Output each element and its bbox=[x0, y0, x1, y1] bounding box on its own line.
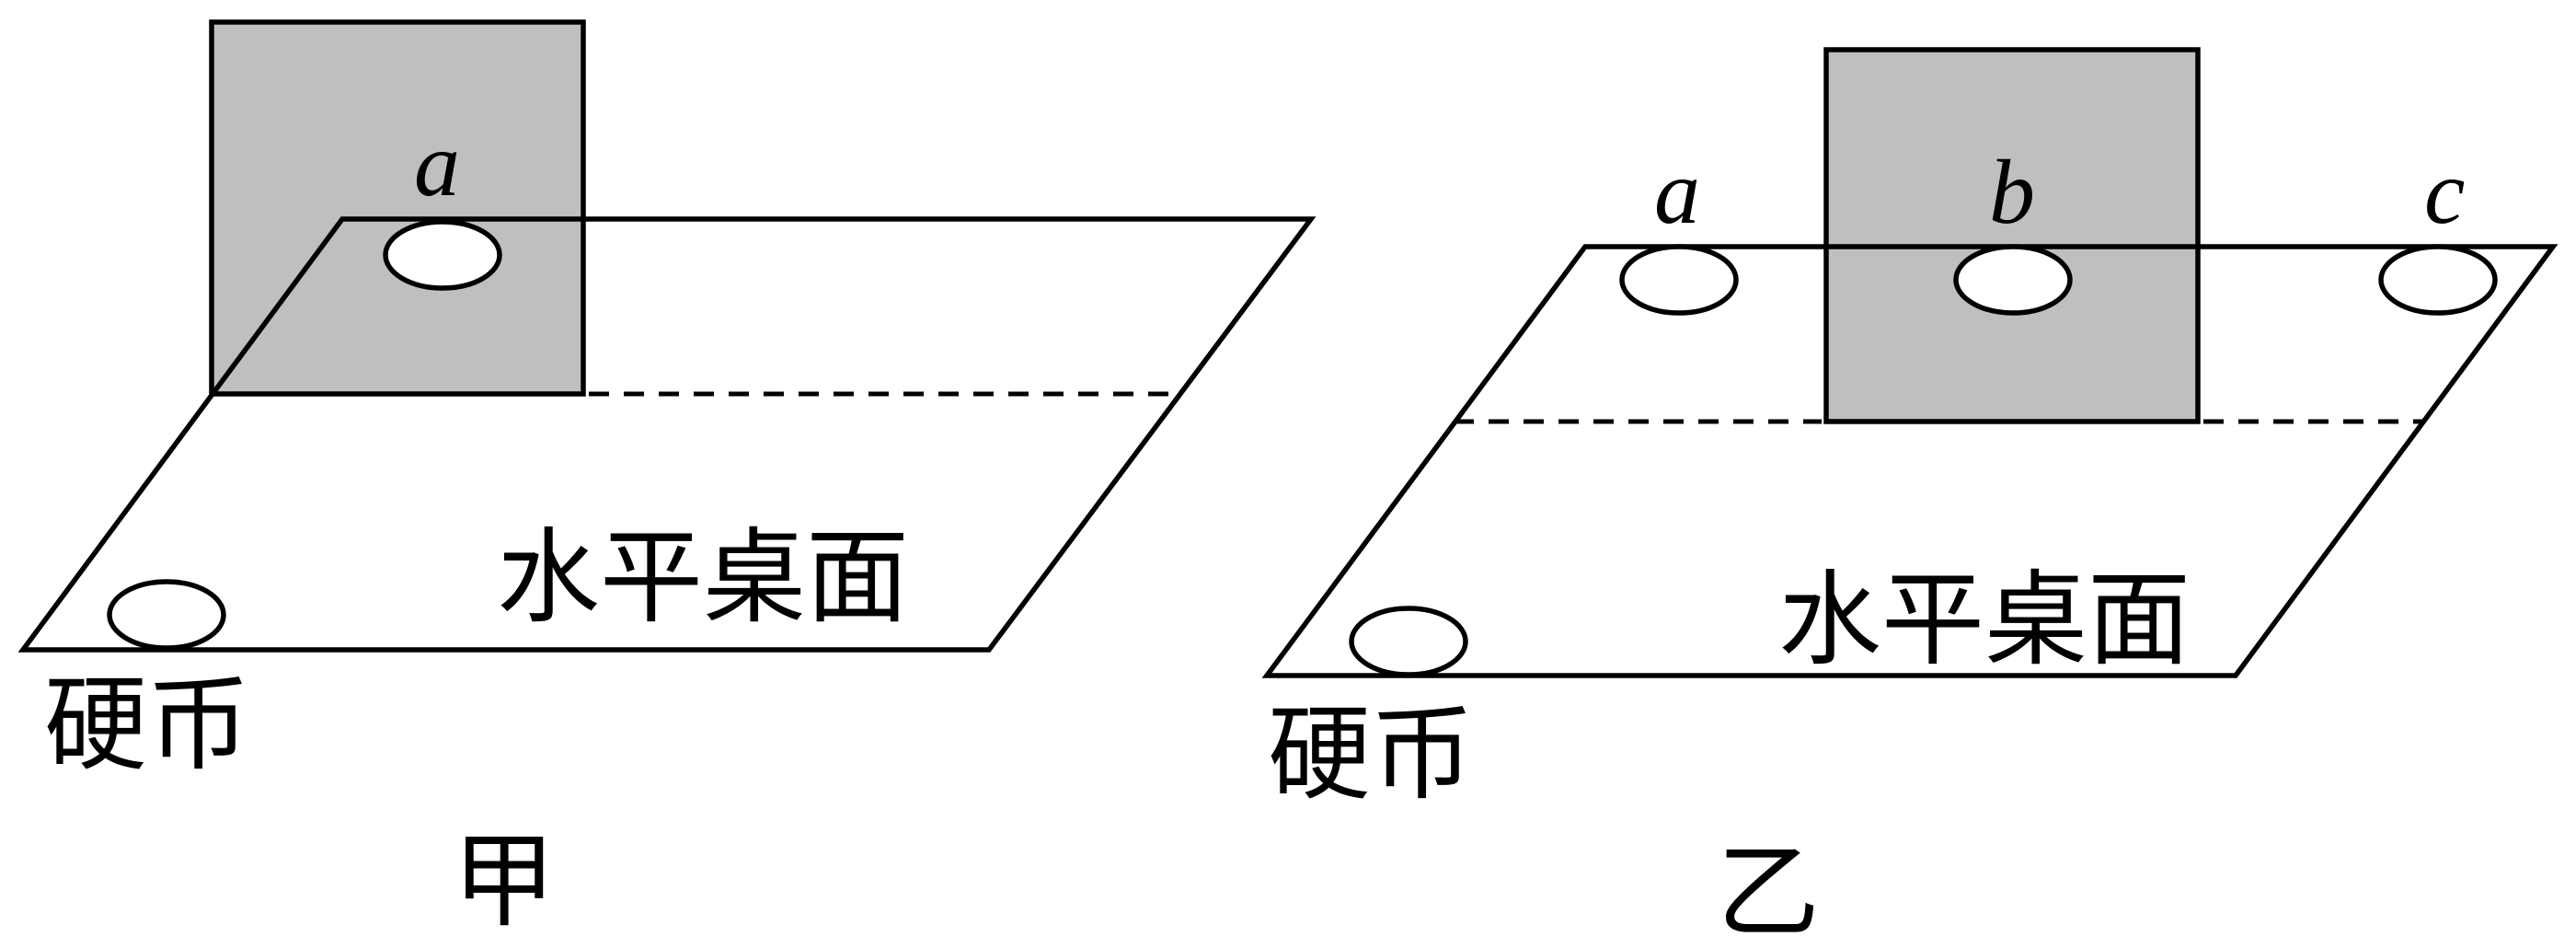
coin-image-a-right bbox=[1619, 244, 1739, 316]
caption-right: 乙 bbox=[1717, 833, 1820, 948]
coin-image-c-right bbox=[2378, 244, 2498, 316]
coin-left bbox=[107, 579, 226, 651]
coin-label-right: 硬币 bbox=[1268, 695, 1474, 815]
glass-plate-left bbox=[209, 19, 586, 397]
coin-image-b-right bbox=[1953, 244, 2073, 316]
marker-c-right: c bbox=[2424, 141, 2465, 243]
surface-label-left: 水平桌面 bbox=[497, 518, 909, 638]
table-top-left bbox=[17, 216, 1317, 653]
glass-plate-right bbox=[1823, 47, 2201, 424]
figure-left: a 硬币 水平桌面 甲 bbox=[17, 19, 1317, 942]
marker-b-right: b bbox=[1989, 141, 2035, 243]
marker-a-left: a bbox=[414, 113, 460, 215]
marker-a-right: a bbox=[1654, 141, 1700, 243]
coin-label-left: 硬币 bbox=[44, 665, 250, 785]
table-top-right bbox=[1261, 244, 2559, 678]
coin-right bbox=[1349, 606, 1468, 677]
caption-left: 甲 bbox=[453, 822, 556, 942]
surface-label-right: 水平桌面 bbox=[1778, 561, 2191, 680]
figure-right: a b c 硬币 水平桌面 乙 bbox=[1261, 47, 2559, 948]
coin-image-a-left bbox=[383, 219, 502, 291]
